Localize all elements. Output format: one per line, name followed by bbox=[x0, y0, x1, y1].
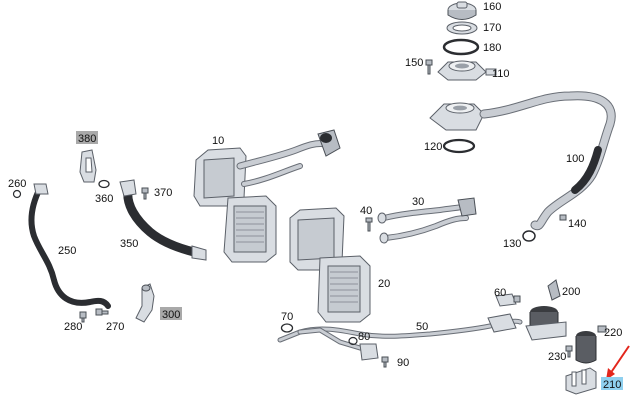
pump-200[interactable] bbox=[525, 279, 567, 341]
label-70[interactable]: 70 bbox=[281, 311, 293, 323]
label-140[interactable]: 140 bbox=[568, 218, 586, 230]
label-360[interactable]: 360 bbox=[95, 193, 113, 205]
label-370[interactable]: 370 bbox=[154, 187, 172, 199]
label-60[interactable]: 60 bbox=[494, 287, 506, 299]
label-210[interactable]: 210 bbox=[603, 379, 621, 391]
clip-280[interactable] bbox=[79, 311, 87, 323]
label-300[interactable]: 300 bbox=[162, 309, 180, 321]
label-380[interactable]: 380 bbox=[78, 133, 96, 145]
label-130[interactable]: 130 bbox=[503, 238, 521, 250]
label-90[interactable]: 90 bbox=[397, 357, 409, 369]
label-350[interactable]: 350 bbox=[120, 238, 138, 250]
label-80[interactable]: 80 bbox=[358, 331, 370, 343]
ring-130[interactable] bbox=[522, 230, 536, 242]
hose-100[interactable] bbox=[479, 91, 616, 231]
label-230[interactable]: 230 bbox=[548, 351, 566, 363]
valve-220[interactable] bbox=[575, 325, 607, 364]
label-10[interactable]: 10 bbox=[212, 135, 224, 147]
label-30[interactable]: 30 bbox=[412, 196, 424, 208]
label-270[interactable]: 270 bbox=[106, 321, 124, 333]
label-260[interactable]: 260 bbox=[8, 178, 26, 190]
cap-160[interactable] bbox=[447, 1, 477, 20]
bolt-370[interactable] bbox=[141, 187, 149, 200]
bolt-90[interactable] bbox=[381, 356, 389, 368]
ring-360[interactable] bbox=[98, 179, 110, 189]
label-20[interactable]: 20 bbox=[378, 278, 390, 290]
hose-350[interactable] bbox=[119, 179, 207, 261]
label-200[interactable]: 200 bbox=[562, 286, 580, 298]
bracket-380[interactable] bbox=[79, 149, 97, 183]
bracket-210[interactable] bbox=[565, 367, 597, 395]
reservoir-connector[interactable] bbox=[429, 102, 485, 131]
label-170[interactable]: 170 bbox=[483, 22, 501, 34]
ring-260[interactable] bbox=[12, 189, 22, 199]
clip-140[interactable] bbox=[559, 214, 567, 221]
o-ring-120[interactable] bbox=[442, 138, 476, 154]
label-100[interactable]: 100 bbox=[566, 153, 584, 165]
coolant-pipe-30[interactable] bbox=[377, 197, 477, 244]
o-ring-180[interactable] bbox=[442, 38, 480, 56]
heat-exchanger-20[interactable] bbox=[289, 207, 371, 323]
hose-250[interactable] bbox=[28, 183, 111, 309]
label-180[interactable]: 180 bbox=[483, 42, 501, 54]
label-150[interactable]: 150 bbox=[405, 57, 423, 69]
connector-300[interactable] bbox=[135, 283, 155, 323]
filler-neck-110[interactable] bbox=[437, 60, 497, 81]
label-110[interactable]: 110 bbox=[492, 68, 510, 80]
bolt-230[interactable] bbox=[565, 345, 573, 358]
seal-ring-170[interactable] bbox=[446, 21, 478, 35]
bolt-40[interactable] bbox=[365, 217, 373, 232]
label-250[interactable]: 250 bbox=[58, 245, 76, 257]
clip-270[interactable] bbox=[95, 308, 109, 316]
coolant-pipe-50[interactable] bbox=[277, 313, 523, 361]
label-280[interactable]: 280 bbox=[64, 321, 82, 333]
label-40[interactable]: 40 bbox=[360, 205, 372, 217]
label-50[interactable]: 50 bbox=[416, 321, 428, 333]
label-220[interactable]: 220 bbox=[604, 327, 622, 339]
heat-exchanger-10[interactable] bbox=[193, 129, 341, 263]
label-120[interactable]: 120 bbox=[424, 141, 442, 153]
highlight-arrow bbox=[606, 345, 630, 380]
label-380-highlight bbox=[76, 131, 98, 144]
label-160[interactable]: 160 bbox=[483, 1, 501, 13]
bolt-150[interactable] bbox=[425, 59, 433, 75]
label-210-highlight bbox=[601, 377, 623, 390]
ring-80[interactable] bbox=[348, 336, 358, 346]
label-300-highlight bbox=[160, 307, 182, 320]
ring-70[interactable] bbox=[280, 323, 294, 333]
sensor-60[interactable] bbox=[495, 293, 521, 307]
